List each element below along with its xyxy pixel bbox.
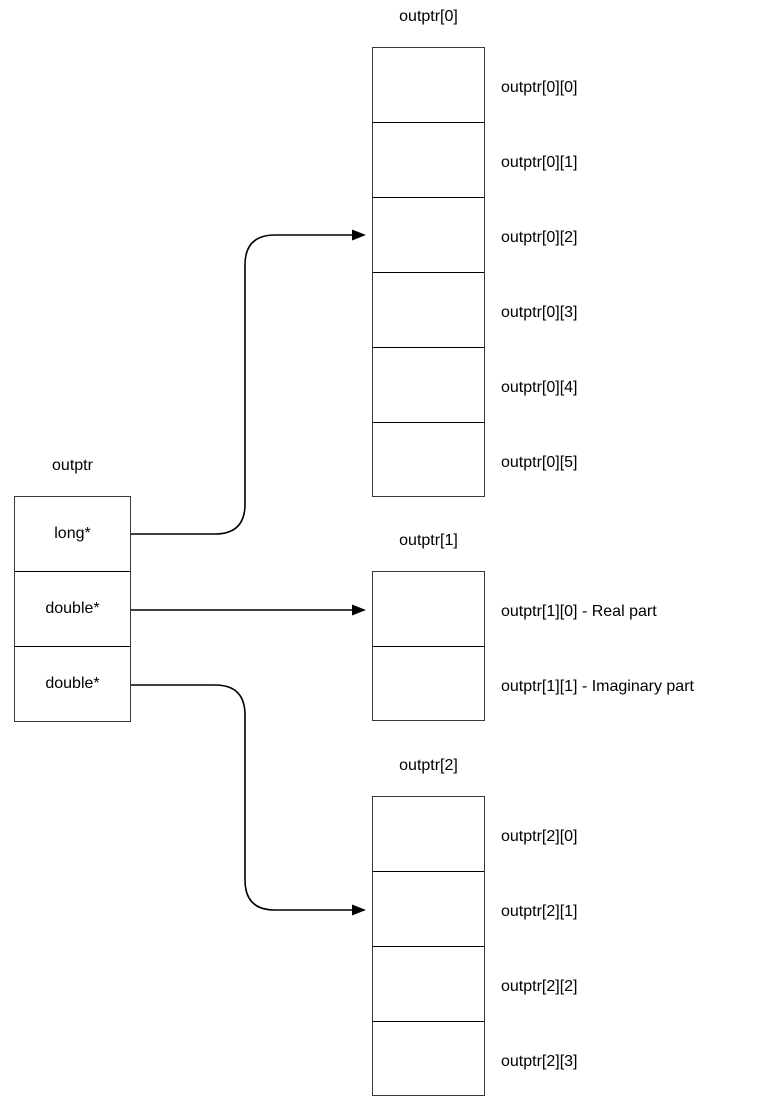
label-outptr-2-2: outptr[2][2] xyxy=(501,978,578,995)
label-outptr-1-0: outptr[1][0] - Real part xyxy=(501,603,657,620)
block-outptr-0 xyxy=(372,47,485,497)
block-caption-outptr-2: outptr[2] xyxy=(399,757,458,774)
cell-outptr-0-1 xyxy=(373,123,484,198)
arrowhead-icon xyxy=(352,904,366,916)
cell-outptr-1-0 xyxy=(373,572,484,647)
root-block-outptr: long* double* double* xyxy=(14,496,131,722)
label-outptr-0-2: outptr[0][2] xyxy=(501,229,578,246)
connector-double-to-outptr1 xyxy=(131,604,366,616)
label-outptr-0-0: outptr[0][0] xyxy=(501,79,578,96)
block-caption-outptr-1: outptr[1] xyxy=(399,532,458,549)
cell-outptr-0-5 xyxy=(373,423,484,495)
cell-outptr-2-3 xyxy=(373,1022,484,1094)
root-cell-double-ptr-imag: double* xyxy=(15,647,130,720)
arrowhead-icon xyxy=(352,229,366,241)
cell-outptr-2-2 xyxy=(373,947,484,1022)
cell-outptr-1-1 xyxy=(373,647,484,719)
label-outptr-0-5: outptr[0][5] xyxy=(501,454,578,471)
block-outptr-1 xyxy=(372,571,485,721)
cell-outptr-0-0 xyxy=(373,48,484,123)
label-outptr-0-1: outptr[0][1] xyxy=(501,154,578,171)
cell-outptr-2-0 xyxy=(373,797,484,872)
block-outptr-2 xyxy=(372,796,485,1096)
cell-outptr-0-2 xyxy=(373,198,484,273)
root-cell-long-ptr: long* xyxy=(15,497,130,572)
label-outptr-2-3: outptr[2][3] xyxy=(501,1053,578,1070)
arrowhead-icon xyxy=(352,604,366,616)
label-outptr-2-1: outptr[2][1] xyxy=(501,903,578,920)
label-outptr-2-0: outptr[2][0] xyxy=(501,828,578,845)
cell-outptr-0-4 xyxy=(373,348,484,423)
root-cell-double-ptr-real: double* xyxy=(15,572,130,647)
connector-double-to-outptr2 xyxy=(131,684,366,916)
block-caption-outptr-0: outptr[0] xyxy=(399,8,458,25)
label-outptr-1-1: outptr[1][1] - Imaginary part xyxy=(501,678,694,695)
label-outptr-0-3: outptr[0][3] xyxy=(501,304,578,321)
cell-outptr-0-3 xyxy=(373,273,484,348)
label-outptr-0-4: outptr[0][4] xyxy=(501,379,578,396)
cell-outptr-2-1 xyxy=(373,872,484,947)
root-block-caption: outptr xyxy=(52,457,93,474)
connector-long-to-outptr0 xyxy=(131,229,366,535)
